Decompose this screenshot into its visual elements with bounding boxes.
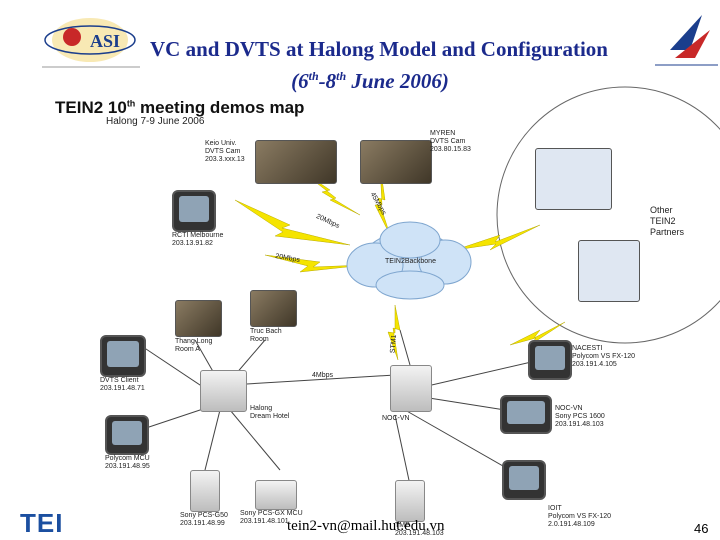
label-ioit: IOIT Polycom VS FX-120 2.0.191.48.109 [548,505,611,529]
nocvn-sony-tv [500,395,552,434]
partners-photo-2 [578,240,640,302]
label-truebach: Truc Bach Room [250,328,282,344]
partners-circle [497,87,720,343]
label-myren: MYREN DVTS Cam 203.80.15.83 [430,130,471,154]
sony-mcu-unit [255,480,297,510]
label-nacesti: NACESTI Polycom VS FX-120 203.191.4.105 [572,345,635,369]
halong-router [200,370,247,412]
nocvn-router [390,365,432,412]
label-nocvn: NOC-VN [382,415,410,423]
label-other-partners: Other TEIN2 Partners [650,205,684,238]
link-label-e1: 4Mbps [312,372,333,380]
footer-email[interactable]: tein2-vn@mail.hut.edu.vn [287,518,445,535]
keio-cam-photo [255,140,337,184]
label-thanglong: Thang Long Room A [175,338,212,354]
nacesti-tv [528,340,572,380]
label-dvts-client: DVTS Client 203.191.48.71 [100,377,145,393]
map-title: TEIN2 10th meeting demos map [55,98,304,118]
polycom-mcu-tv [105,415,149,455]
label-rcti: RCTI Melbourne 203.13.91.82 [172,232,223,248]
partners-photo-1 [535,148,612,210]
label-backbone: TEIN2Backbone [385,258,436,266]
map-title-main: TEIN2 10 [55,98,127,117]
label-halong: Halong Dream Hotel [250,405,289,421]
map-subtitle: Halong 7-9 June 2006 [106,116,204,127]
tmp-unit [395,480,425,522]
myren-cam-photo [360,140,432,184]
link-label-stm: STM1 [390,334,400,353]
dvts-client-tv [100,335,146,377]
page-number: 46 [694,521,708,536]
label-keio: Keio Univ. DVTS Cam 203.3.xxx.13 [205,140,245,164]
thanglong-photo [175,300,222,337]
label-polycom-mcu: Polycom MCU 203.191.48.95 [105,455,150,471]
map-title-rest: meeting demos map [135,98,304,117]
label-sony-g50: Sony PCS-G50 203.191.48.99 [180,512,228,528]
rcti-tv [172,190,216,232]
sony-g50-unit [190,470,220,512]
truebach-photo [250,290,297,327]
tein-logo-text: TEI [20,508,63,539]
ioit-tv [502,460,546,500]
label-nocvn-sony: NOC-VN Sony PCS 1600 203.191.48.103 [555,405,605,429]
